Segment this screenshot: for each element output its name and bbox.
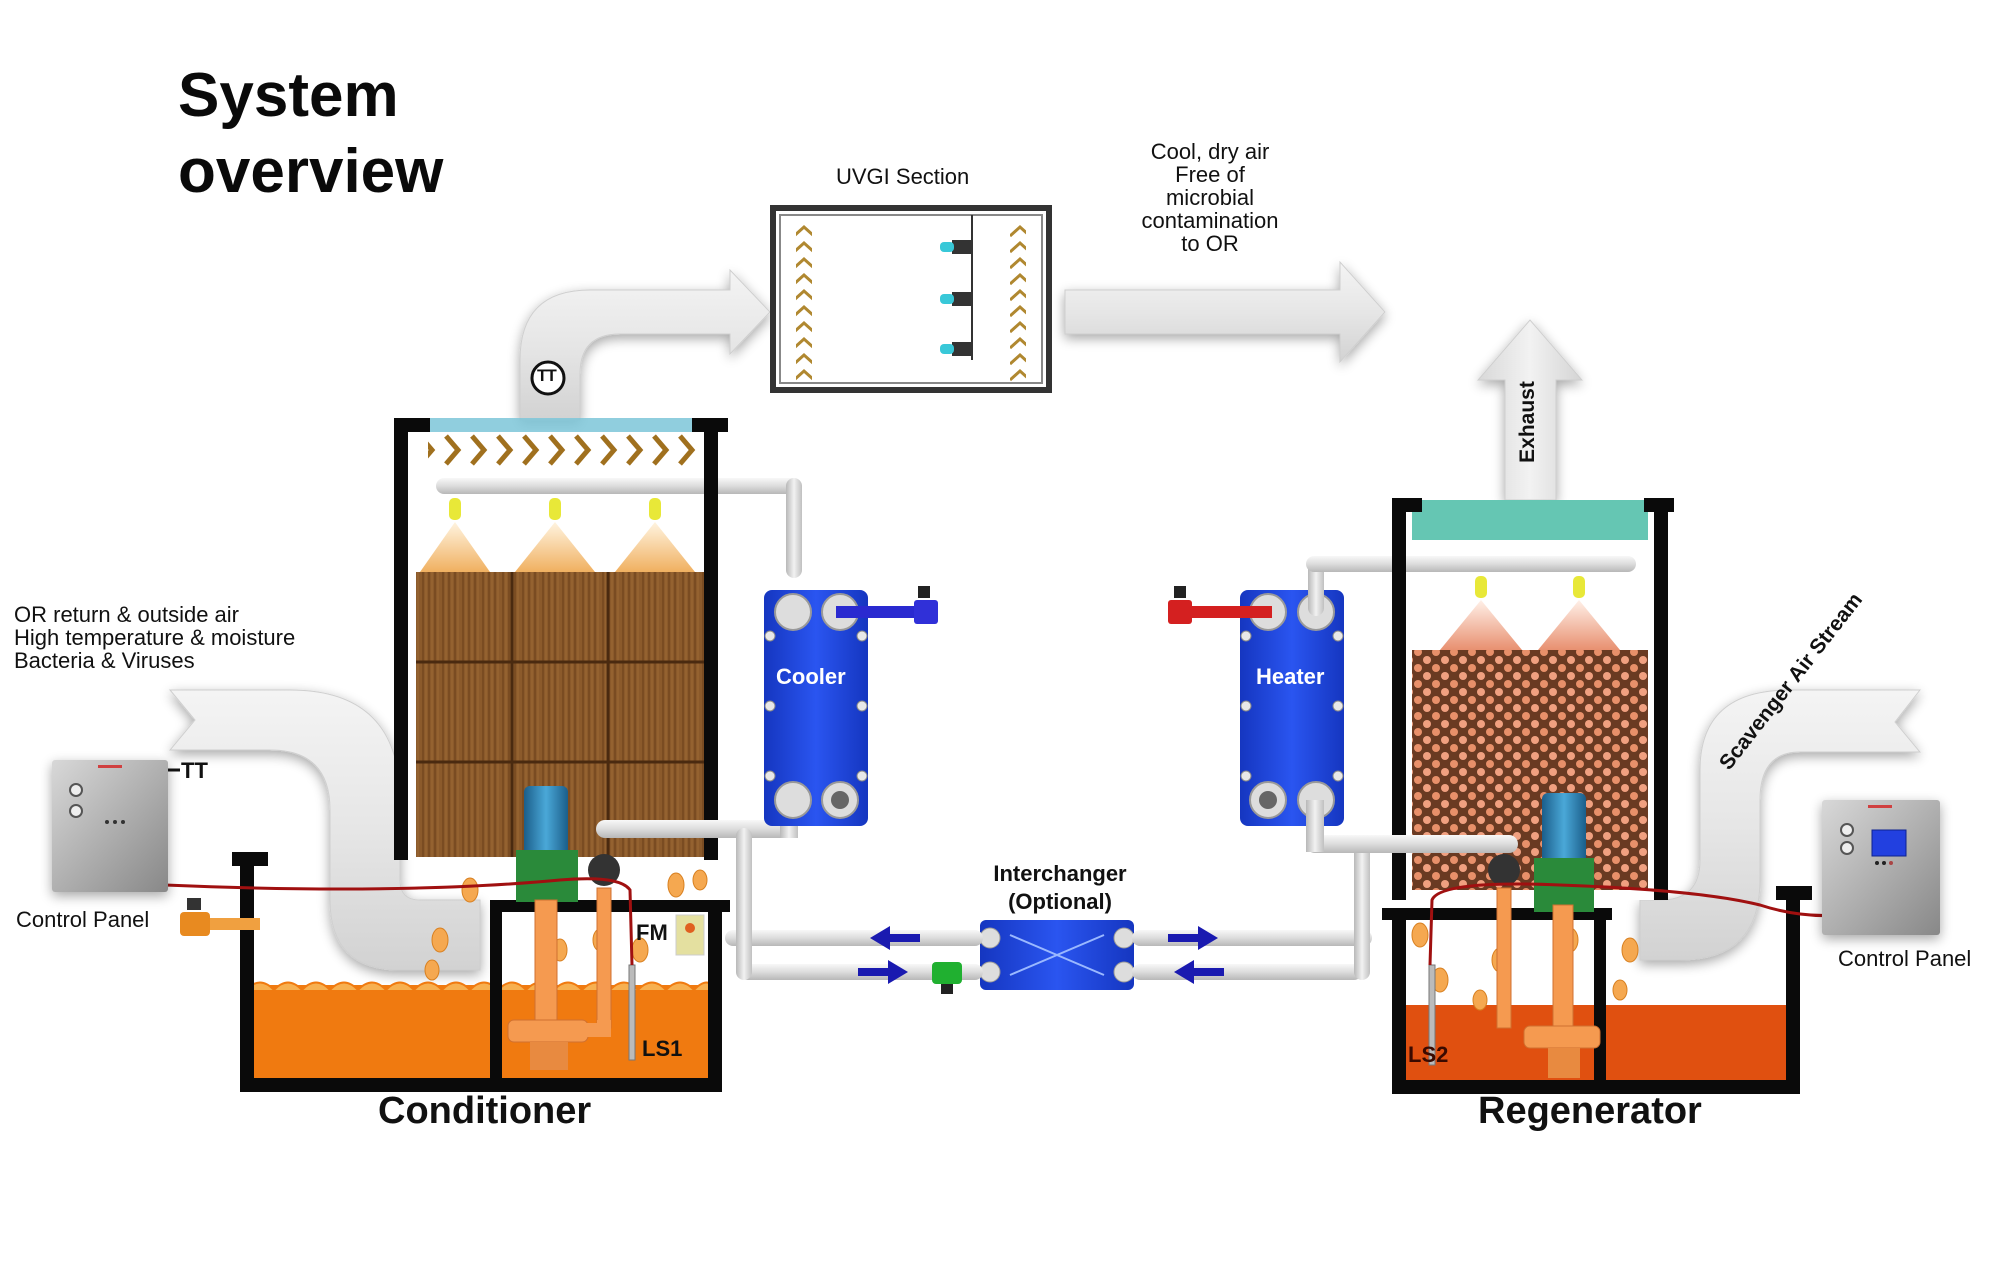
- arrow-right-icon: [1168, 926, 1218, 950]
- control-valve-icon: [932, 962, 962, 994]
- fm-label: FM: [636, 920, 668, 945]
- heater-label: Heater: [1256, 664, 1325, 689]
- inlet-air-duct: [168, 689, 481, 971]
- tt-top-label: TT: [537, 366, 557, 385]
- scavenger-air-duct: [1639, 689, 1922, 961]
- uv-lamp-icon: [940, 240, 972, 254]
- page-title: System overview: [178, 58, 443, 210]
- cooler-heat-exchanger: [764, 586, 938, 826]
- exhaust-label: Exhaust: [1516, 381, 1539, 463]
- conditioner-unit: [164, 418, 802, 1092]
- uvgi-filter-right: [1010, 222, 1026, 382]
- arrow-left-icon: [870, 926, 920, 950]
- conditioner-liquid: [246, 985, 716, 1085]
- arrow-right-icon: [858, 960, 908, 984]
- flow-meter-icon: [675, 914, 705, 956]
- control-panel-left-label: Control Panel: [16, 907, 150, 932]
- flow-arrows: [858, 926, 1224, 984]
- regen-packing-beads: [1412, 650, 1648, 890]
- interchanger-line-2: (Optional): [1008, 889, 1112, 914]
- ls2-label: LS2: [1408, 1042, 1449, 1067]
- title-line-1: System: [178, 61, 399, 130]
- heater-heat-exchanger: [1168, 556, 1344, 826]
- regenerator-label: Regenerator: [1478, 1090, 1702, 1132]
- control-panel-right-label: Control Panel: [1838, 946, 1972, 971]
- interchanger-line-1: Interchanger: [993, 861, 1127, 886]
- makeup-valve-icon: [180, 898, 260, 936]
- uv-lamp-icon: [940, 342, 972, 356]
- demister-pad: [428, 434, 698, 470]
- temperature-transmitter-icon: [530, 360, 566, 396]
- arrow-left-icon: [1174, 960, 1224, 984]
- regen-mist-eliminator: [1412, 500, 1648, 540]
- interchanger-label: Interchanger (Optional): [980, 860, 1140, 916]
- supply-line: Cool, dry air: [1150, 139, 1270, 164]
- supply-line: to OR: [1181, 231, 1239, 256]
- tt-left-label: TT: [181, 758, 208, 783]
- inlet-line: High temperature & moisture: [14, 625, 296, 650]
- panel-display-screen: [1871, 829, 1907, 857]
- supply-line: microbial: [1165, 185, 1255, 210]
- level-switch-ls1: [628, 964, 636, 1061]
- conditioner-label: Conditioner: [378, 1090, 592, 1132]
- supply-air-arrow: [1064, 260, 1386, 364]
- inlet-line: Bacteria & Viruses: [14, 648, 195, 673]
- regenerator-unit: [1306, 498, 1841, 1094]
- mist-eliminator: [430, 418, 692, 432]
- inlet-air-description: OR return & outside air High temperature…: [14, 603, 295, 672]
- ls1-label: LS1: [642, 1036, 683, 1061]
- uvgi-label: UVGI Section: [836, 164, 970, 189]
- level-switch-ls2: [1428, 964, 1436, 1066]
- inlet-line: OR return & outside air: [14, 602, 239, 627]
- supply-air-duct: [519, 268, 771, 421]
- control-panel-right: [1822, 800, 1940, 935]
- conditioner-pump: [507, 786, 620, 1070]
- supply-line: Free of: [1175, 162, 1245, 187]
- supply-air-description: Cool, dry air Free of microbial contamin…: [1120, 140, 1300, 255]
- exhaust-arrow: [1476, 319, 1584, 501]
- uv-lamp-icon: [940, 292, 972, 306]
- title-line-2: overview: [178, 137, 444, 206]
- control-panel-left: [52, 760, 168, 892]
- uvgi-section: [770, 205, 1052, 393]
- uvgi-filter-left: [796, 222, 812, 382]
- cooler-label: Cooler: [776, 664, 846, 689]
- supply-line: contamination: [1141, 208, 1279, 233]
- interchanger-heat-exchanger: [979, 920, 1135, 990]
